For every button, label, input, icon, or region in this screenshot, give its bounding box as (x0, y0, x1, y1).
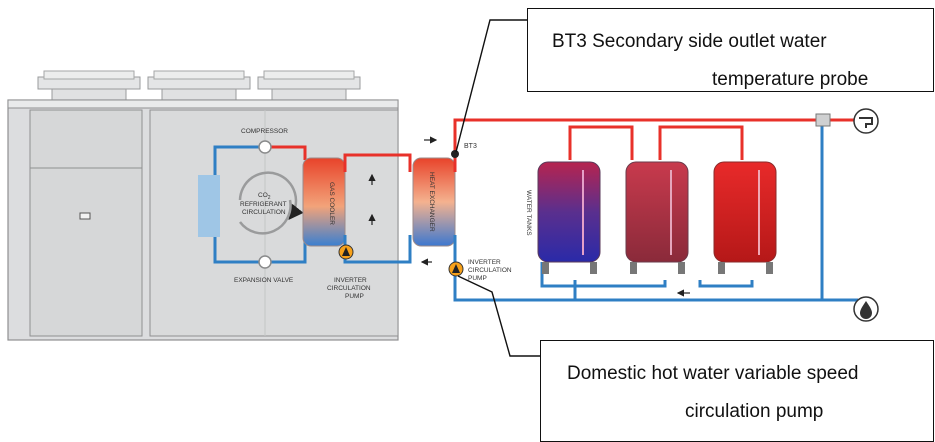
pump-callout-line1: Domestic hot water variable speed (567, 363, 859, 384)
water-tank-2 (625, 161, 689, 274)
bt3-label: BT3 (464, 143, 477, 150)
inverter-right-line2: CIRCULATION (468, 267, 512, 274)
expansion-valve-label: EXPANSION VALVE (234, 277, 294, 284)
refrigerant-label: REFRIGERANT (240, 201, 287, 208)
unit-label-group: COMPRESSOR CO2 REFRIGERANT CIRCULATION E… (234, 128, 532, 300)
compressor-label: COMPRESSOR (241, 128, 288, 135)
inverter-right-line3: PUMP (468, 275, 487, 282)
expansion-valve-icon (258, 255, 272, 269)
bt3-callout-box: BT3 Secondary side outlet water temperat… (527, 8, 934, 92)
bt3-callout-line1: BT3 Secondary side outlet water (552, 31, 827, 52)
inverter-pump-right-icon (448, 261, 464, 277)
water-tank-3 (713, 161, 777, 274)
inverter-left-line3: PUMP (345, 293, 364, 300)
co2-label: CO2 (258, 192, 271, 201)
mixing-valve-icon (815, 113, 831, 127)
inverter-pump-left-icon (338, 244, 354, 260)
heat-exchanger-label: HEAT EXCHANGER (428, 172, 435, 232)
gas-cooler (302, 157, 346, 247)
fan-units (37, 70, 361, 102)
evaporator-coil (198, 175, 220, 237)
pump-callout-box: Domestic hot water variable speed circul… (540, 340, 934, 442)
inverter-left-line1: INVERTER (334, 277, 367, 284)
inverter-left-line2: CIRCULATION (327, 285, 371, 292)
pump-callout-line2: circulation pump (685, 401, 824, 422)
bt3-probe-marker (451, 150, 459, 158)
refrigerant-cycle-icon (238, 171, 304, 235)
co2-label-text: CO (258, 192, 268, 199)
circulation-label: CIRCULATION (242, 209, 286, 216)
gas-cooler-label: GAS COOLER (328, 182, 335, 225)
bt3-leader-line (455, 19, 528, 153)
bt3-callout-line2: temperature probe (712, 69, 869, 90)
pump-leader-line (457, 275, 541, 357)
tap-icon (853, 108, 879, 134)
compressor-icon (258, 140, 272, 154)
water-tanks-label: WATER TANKS (525, 190, 532, 236)
heat-pump-diagram: COMPRESSOR CO2 REFRIGERANT CIRCULATION E… (7, 19, 879, 357)
inverter-right-line1: INVERTER (468, 259, 501, 266)
heat-exchanger (412, 157, 456, 247)
water-tank-1 (537, 161, 601, 274)
co2-subscript: 2 (268, 195, 271, 201)
water-drop-icon (853, 296, 879, 322)
